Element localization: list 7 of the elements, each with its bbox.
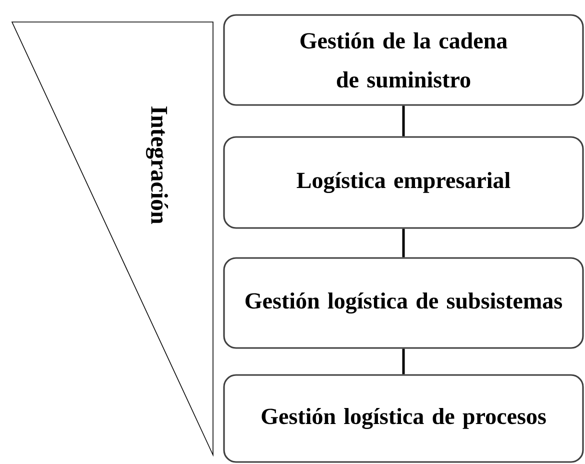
connector-line (402, 228, 405, 258)
connector-line (402, 348, 405, 374)
connector-line (402, 106, 405, 136)
process-box: Gestión logística de procesos (223, 374, 584, 463)
process-box: Gestión logística de subsistemas (223, 257, 584, 349)
process-box: Gestión de la cadena de suministro (223, 14, 584, 106)
process-box: Logística empresarial (223, 136, 584, 229)
